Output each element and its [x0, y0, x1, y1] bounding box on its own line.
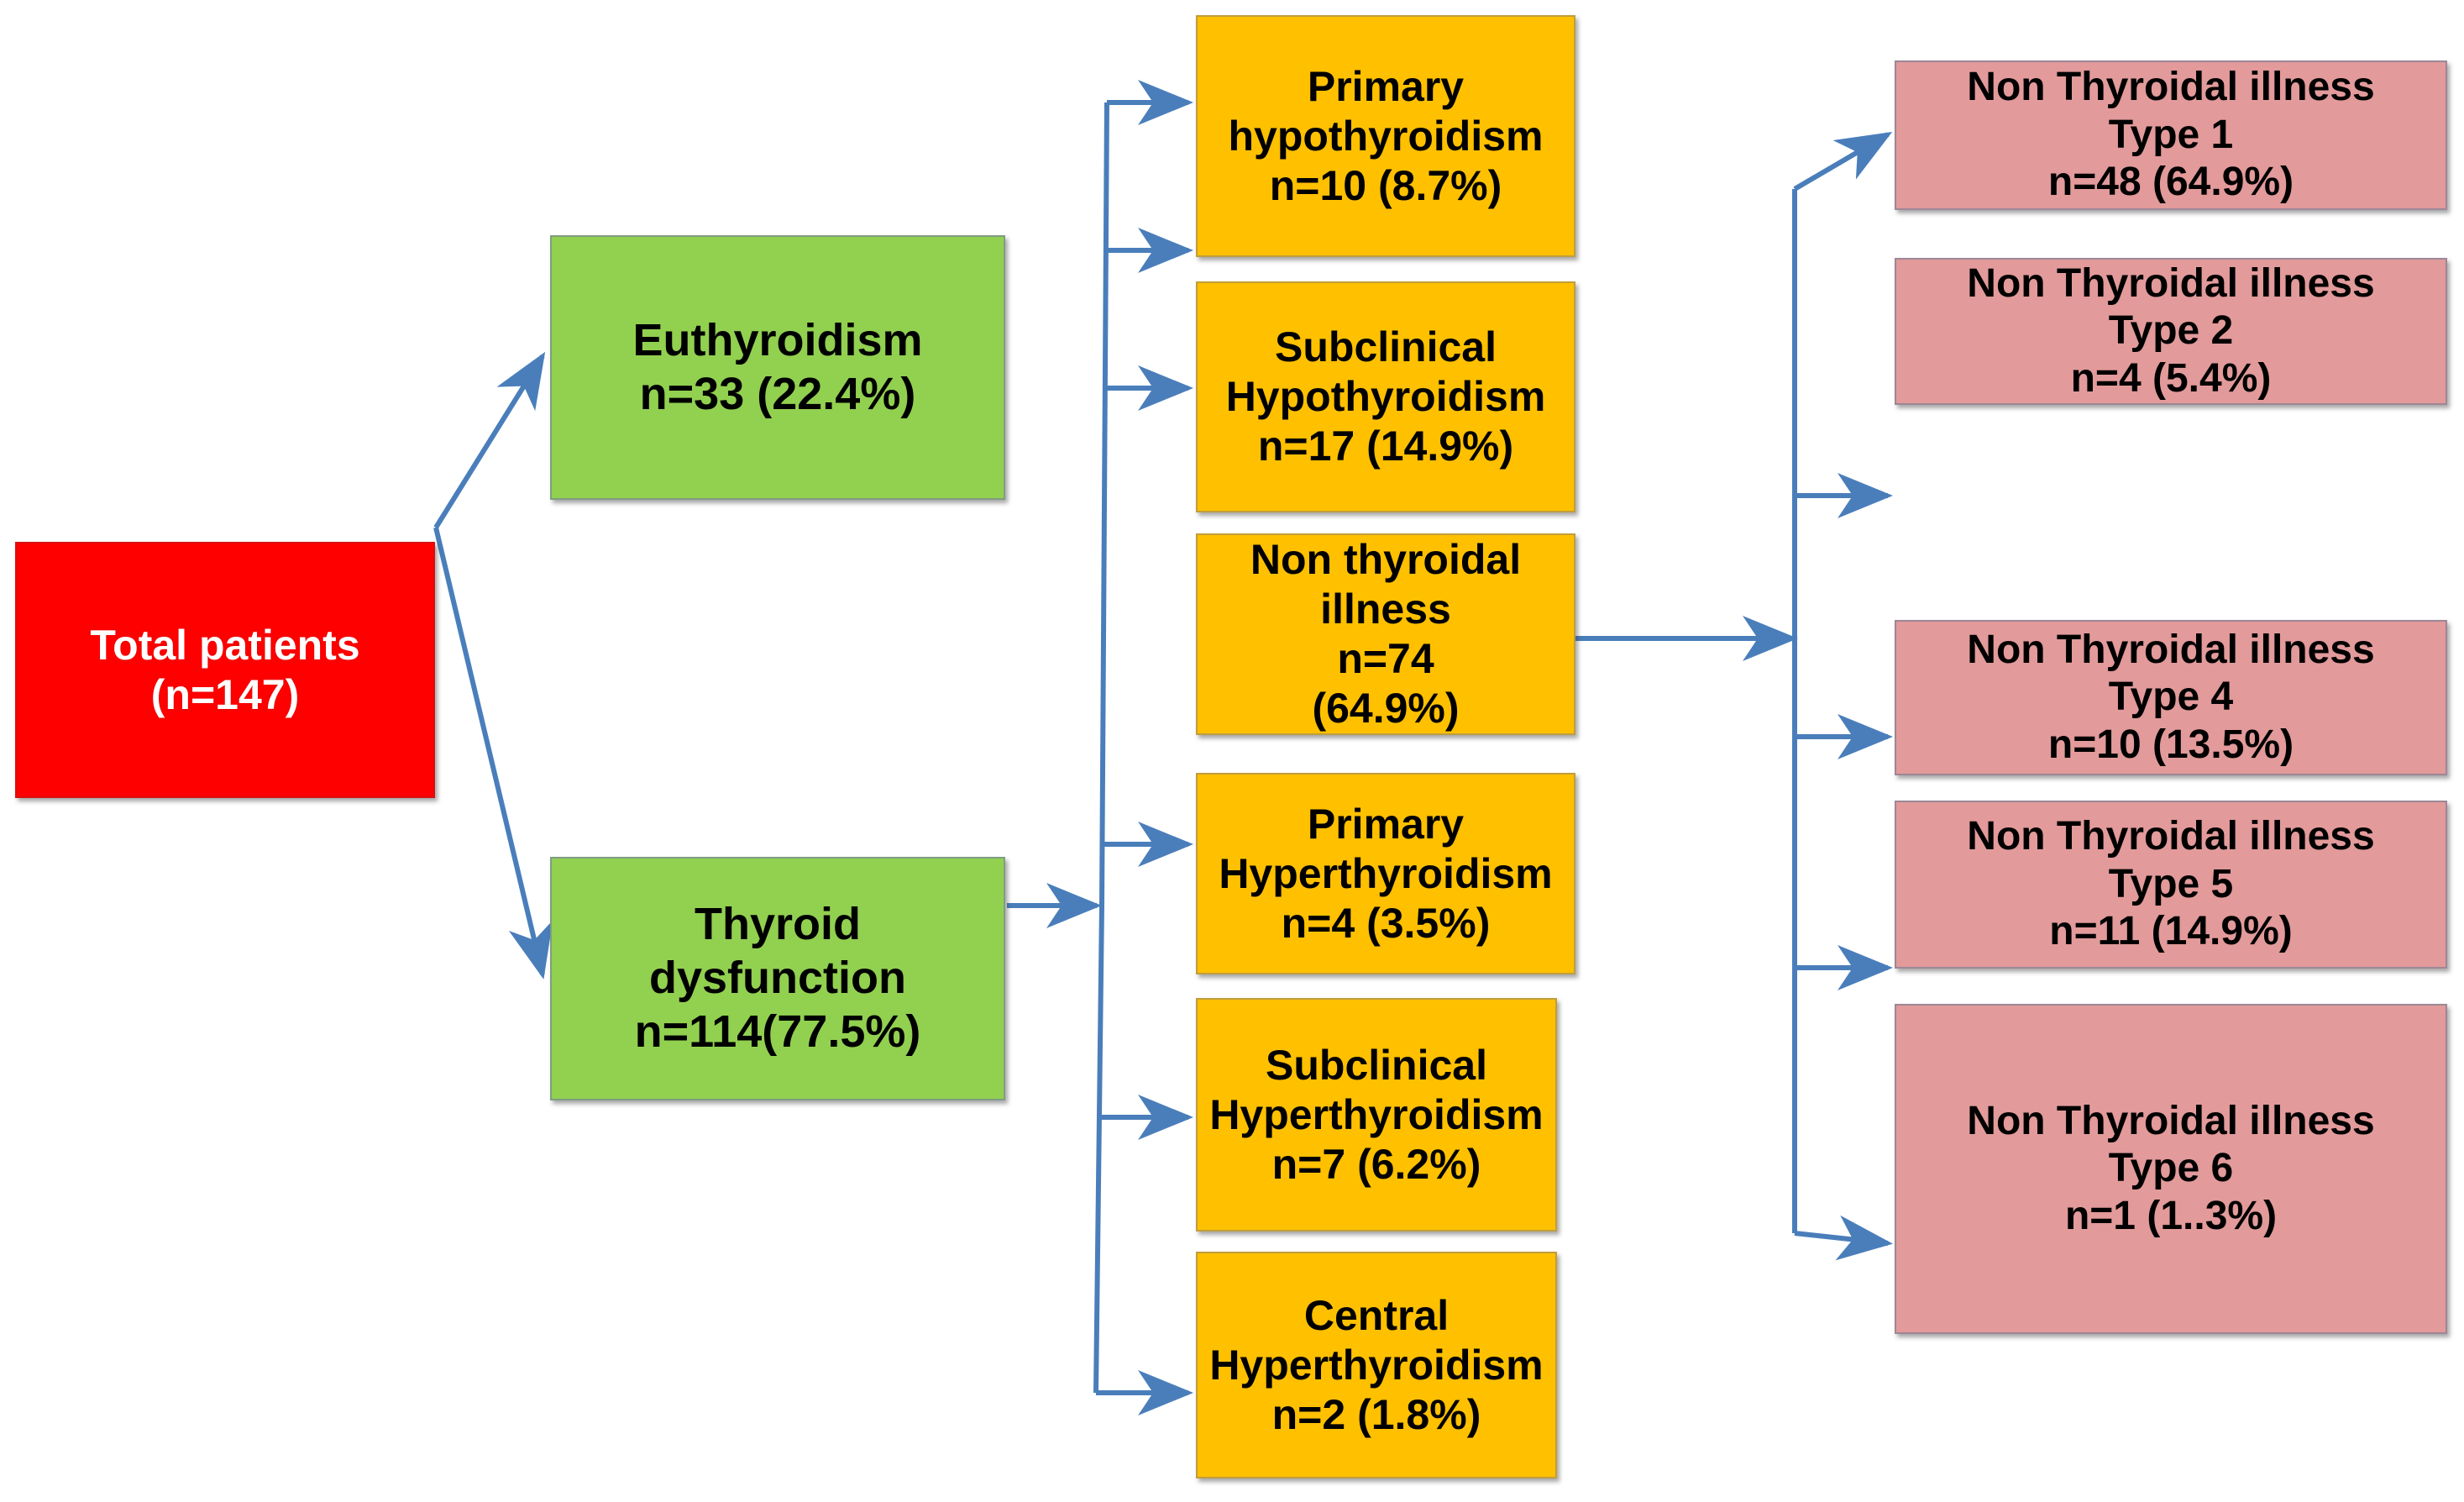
non-thyroidal-illness-count: n=74 — [1337, 635, 1434, 682]
nti-type-5-label-1: Non Thyroidal illness — [1967, 814, 2375, 859]
node-central-hyperthyroidism[interactable]: Central Hyperthyroidism n=2 (1.8%) — [1196, 1252, 1557, 1478]
nti-type-4-label-1: Non Thyroidal illness — [1967, 627, 2375, 672]
node-nti-type-2[interactable]: Non Thyroidal illness Type 2 n=4 (5.4%) — [1895, 258, 2447, 405]
edge-trunk3-to-nti-type-6 — [1794, 1215, 1893, 1261]
node-nti-type-1[interactable]: Non Thyroidal illness Type 1 n=48 (64.9%… — [1895, 60, 2447, 210]
nti-type-1-label-2: Type 1 — [2108, 112, 2234, 157]
primary-hypothyroidism-label-1: Primary — [1307, 62, 1465, 110]
subclinical-hyperthyroidism-count: n=7 (6.2%) — [1271, 1140, 1481, 1188]
node-subclinical-hypothyroidism[interactable]: Subclinical Hypothyroidism n=17 (14.9%) — [1196, 281, 1575, 512]
nti-type-2-label-1: Non Thyroidal illness — [1967, 260, 2375, 306]
subclinical-hyperthyroidism-label-2: Hyperthyroidism — [1209, 1090, 1544, 1138]
node-non-thyroidal-illness[interactable]: Non thyroidal illness n=74 (64.9%) — [1196, 533, 1575, 735]
primary-hyperthyroidism-label-2: Hyperthyroidism — [1219, 849, 1553, 897]
non-thyroidal-illness-percent: (64.9%) — [1312, 685, 1460, 732]
primary-hyperthyroidism-label-1: Primary — [1307, 800, 1465, 848]
nti-type-1-label-1: Non Thyroidal illness — [1967, 65, 2375, 110]
node-thyroid-dysfunction[interactable]: Thyroid dysfunction n=114(77.5%) — [550, 857, 1005, 1100]
node-total-patients[interactable]: Total patients (n=147) — [15, 542, 435, 798]
primary-hypothyroidism-label-2: hypothyroidism — [1228, 112, 1544, 160]
nti-type-5-count: n=11 (14.9%) — [2049, 909, 2293, 954]
primary-hyperthyroidism-count: n=4 (3.5%) — [1281, 899, 1491, 947]
nti-type-4-count: n=10 (13.5%) — [2047, 722, 2294, 767]
euthyroidism-count: n=33 (22.4%) — [639, 368, 916, 419]
nti-type-4-label-2: Type 4 — [2108, 675, 2234, 720]
subclinical-hypothyroidism-label-2: Hypothyroidism — [1225, 373, 1546, 420]
edge-trunk3-to-nti-type-1 — [1793, 131, 1893, 192]
thyroid-dysfunction-label-2: dysfunction — [649, 953, 906, 1004]
non-thyroidal-illness-label: Non thyroidal illness — [1250, 536, 1522, 633]
central-hyperthyroidism-label-2: Hyperthyroidism — [1209, 1341, 1544, 1389]
subclinical-hypothyroidism-count: n=17 (14.9%) — [1257, 423, 1514, 470]
edge-root-to-euthyroidism — [433, 351, 546, 529]
central-hyperthyroidism-count: n=2 (1.8%) — [1271, 1390, 1481, 1438]
trunk-level2 — [1093, 102, 1109, 1394]
central-hyperthyroidism-label-1: Central — [1303, 1291, 1450, 1339]
node-nti-type-6[interactable]: Non Thyroidal illness Type 6 n=1 (1..3%) — [1895, 1004, 2447, 1334]
euthyroidism-label: Euthyroidism — [632, 314, 923, 365]
nti-type-6-label-1: Non Thyroidal illness — [1967, 1098, 2375, 1143]
total-patients-label: Total patients — [90, 621, 360, 669]
nti-type-1-count: n=48 (64.9%) — [2047, 160, 2294, 205]
node-euthyroidism[interactable]: Euthyroidism n=33 (22.4%) — [550, 235, 1005, 500]
subclinical-hypothyroidism-label-1: Subclinical — [1275, 323, 1497, 370]
nti-type-2-count: n=4 (5.4%) — [2070, 355, 2272, 401]
node-nti-type-4[interactable]: Non Thyroidal illness Type 4 n=10 (13.5%… — [1895, 620, 2447, 775]
subclinical-hyperthyroidism-label-1: Subclinical — [1266, 1041, 1487, 1089]
nti-type-6-label-2: Type 6 — [2108, 1146, 2234, 1191]
node-primary-hyperthyroidism[interactable]: Primary Hyperthyroidism n=4 (3.5%) — [1196, 773, 1575, 974]
node-nti-type-5[interactable]: Non Thyroidal illness Type 5 n=11 (14.9%… — [1895, 801, 2447, 969]
total-patients-count: (n=147) — [150, 670, 300, 718]
nti-type-5-label-2: Type 5 — [2108, 861, 2234, 906]
edge-root-to-thyroid-dysfunction — [433, 527, 553, 979]
nti-type-6-count: n=1 (1..3%) — [2064, 1193, 2278, 1238]
node-primary-hypothyroidism[interactable]: Primary hypothyroidism n=10 (8.7%) — [1196, 15, 1575, 257]
thyroid-dysfunction-label-1: Thyroid — [695, 899, 861, 950]
primary-hypothyroidism-count: n=10 (8.7%) — [1269, 161, 1502, 209]
thyroid-dysfunction-count: n=114(77.5%) — [634, 1006, 921, 1057]
nti-type-2-label-2: Type 2 — [2108, 308, 2234, 354]
node-subclinical-hyperthyroidism[interactable]: Subclinical Hyperthyroidism n=7 (6.2%) — [1196, 998, 1557, 1232]
